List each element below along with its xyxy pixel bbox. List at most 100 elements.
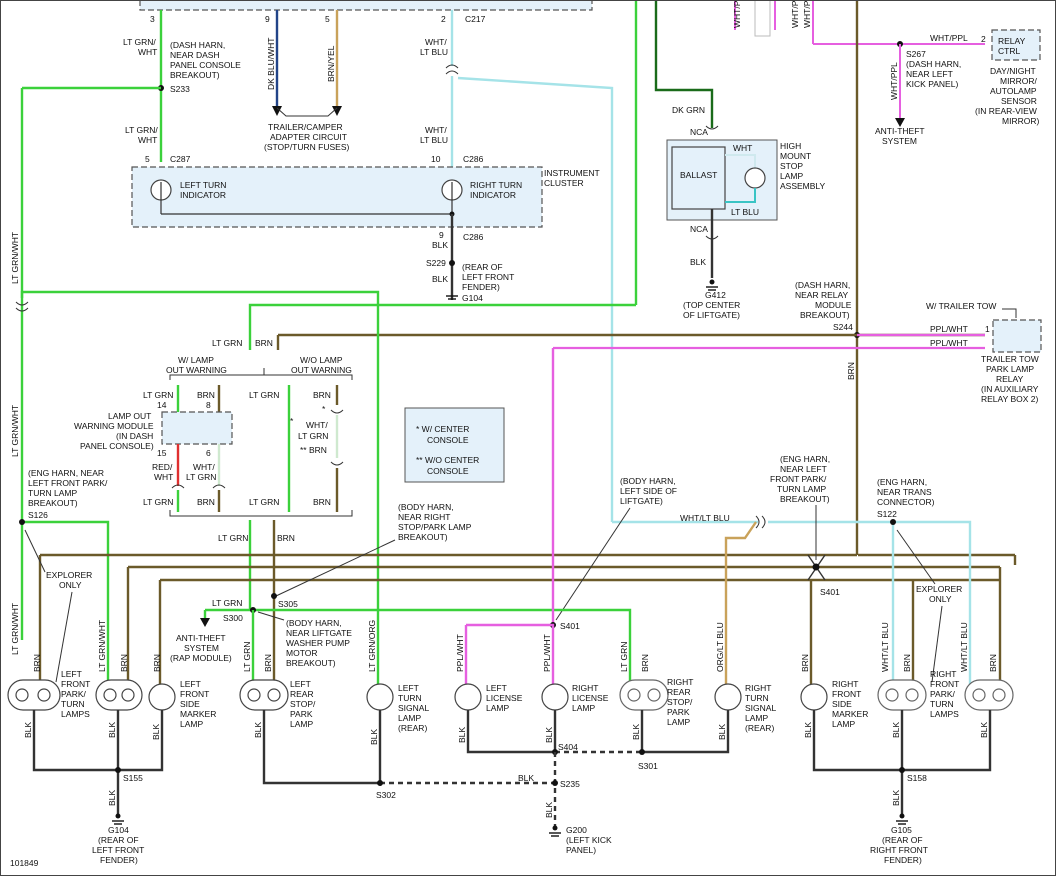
pin-9: 9 bbox=[265, 14, 270, 24]
anti-theft-label: (RAP MODULE) bbox=[170, 653, 232, 663]
location-label: (LEFT KICK bbox=[566, 835, 612, 845]
wire-label: BRN bbox=[263, 654, 273, 672]
explorer-note: EXPLORER bbox=[46, 570, 92, 580]
splice-s305-dot bbox=[271, 593, 277, 599]
bulb-icon bbox=[647, 688, 661, 702]
ltgrn-org-wire bbox=[20, 290, 380, 690]
lamp-name: STOP/ bbox=[290, 699, 316, 709]
wire-label: BRN bbox=[640, 654, 650, 672]
lamp-name: RIGHT bbox=[572, 683, 598, 693]
lamp-name: LAMP bbox=[745, 713, 768, 723]
upper-module-box bbox=[139, 0, 593, 11]
wire-label: LT GRN/ORG bbox=[367, 620, 377, 672]
ground-dot bbox=[115, 813, 121, 819]
module-name: (IN DASH bbox=[116, 431, 153, 441]
connector-break-icon bbox=[330, 461, 344, 466]
lamp-name: PARK/ bbox=[930, 689, 956, 699]
leader-line bbox=[896, 529, 936, 585]
splice-s267: S267 bbox=[906, 49, 926, 59]
dual-bulb-lamp-icon bbox=[877, 679, 927, 711]
splice-s301-dot bbox=[639, 749, 645, 755]
splice-s401b: S401 bbox=[560, 621, 580, 631]
splice-s233: S233 bbox=[170, 84, 190, 94]
location-label: (REAR OF bbox=[98, 835, 139, 845]
location-label: NEAR LEFT bbox=[780, 464, 827, 474]
splice-s235-dot bbox=[552, 780, 558, 786]
splice-s126: S126 bbox=[28, 510, 48, 520]
lamp-wire-labels: LT GRN/WHT BRN LT GRN/WHT BRN BRN LT GRN… bbox=[10, 603, 998, 672]
location-label: WASHER PUMP bbox=[286, 638, 350, 648]
wire-label: LT GRN/ bbox=[125, 125, 158, 135]
wire-label: BLK bbox=[518, 773, 534, 783]
mirror-name: MIRROR) bbox=[1002, 116, 1039, 126]
connector-break-icon bbox=[15, 301, 29, 312]
legend-text: * W/ CENTER bbox=[416, 424, 469, 434]
lamp-name: MARKER bbox=[180, 709, 216, 719]
pin-2: 2 bbox=[441, 14, 446, 24]
arrow-icon bbox=[332, 106, 342, 116]
wire-label: PPL/WHT bbox=[542, 634, 552, 672]
connector-c286: C286 bbox=[463, 232, 484, 242]
location-label: NEAR TRANS bbox=[877, 487, 932, 497]
figure-id: 101849 bbox=[10, 858, 39, 868]
lamp-name: MARKER bbox=[832, 709, 868, 719]
blk-wire bbox=[466, 710, 557, 754]
wire-label: BRN bbox=[119, 654, 129, 672]
wire-label: WHT/ bbox=[193, 462, 215, 472]
module-name: LAMP OUT bbox=[108, 411, 151, 421]
wire-label: LT GRN bbox=[249, 497, 279, 507]
lamp-name: PARK bbox=[290, 709, 313, 719]
option-label: OUT WARNING bbox=[166, 365, 227, 375]
ground-icon bbox=[896, 820, 908, 825]
location-label: NEAR LEFT bbox=[906, 69, 953, 79]
wire-label: LT GRN bbox=[218, 533, 248, 543]
location-label: PANEL CONSOLE bbox=[170, 60, 241, 70]
dual-bulb-lamp-icon bbox=[964, 679, 1014, 711]
splice-s155-dot bbox=[115, 767, 121, 773]
harness-buses: S401 WHT/LT BLU (ENG HARN, NEAR LEFT FRO… bbox=[19, 348, 1017, 690]
location-label: RIGHT FRONT bbox=[870, 845, 928, 855]
right-turn-indicator-label: RIGHT TURN bbox=[470, 180, 522, 190]
wire-label: BLK bbox=[979, 722, 989, 738]
location-label: (BODY HARN, bbox=[398, 502, 454, 512]
location-label: KICK PANEL) bbox=[906, 79, 958, 89]
wire-label: WHT/P bbox=[732, 0, 742, 28]
wire-label: WHT/P bbox=[802, 0, 812, 28]
module-name: PANEL CONSOLE) bbox=[80, 441, 154, 451]
wire-label: BLK bbox=[891, 790, 901, 806]
ltgrn-wht-wire-right-lamp bbox=[22, 520, 110, 690]
legend-text: CONSOLE bbox=[427, 466, 469, 476]
wire-label: LT GRN bbox=[242, 642, 252, 672]
mirror-name: MIRROR/ bbox=[1000, 76, 1037, 86]
location-label: LIFTGATE) bbox=[620, 496, 663, 506]
trailer-label: (STOP/TURN FUSES) bbox=[264, 142, 349, 152]
explorer-note: ONLY bbox=[59, 580, 82, 590]
pin-5: 5 bbox=[145, 154, 150, 164]
wire-label: WHT/PPL bbox=[889, 62, 899, 100]
trailer-tow-note: W/ TRAILER TOW bbox=[926, 301, 996, 311]
ground-dot bbox=[709, 279, 715, 285]
wire-label: BLK bbox=[717, 724, 727, 740]
lamp-name: LAMP bbox=[667, 717, 690, 727]
lamp-name: PARK bbox=[667, 707, 690, 717]
wire-label: PPL/WHT bbox=[930, 324, 968, 334]
trailer-label: ADAPTER CIRCUIT bbox=[270, 132, 347, 142]
leader-line bbox=[275, 539, 396, 597]
leader-line bbox=[257, 611, 285, 621]
wire-label: LT BLU bbox=[420, 47, 448, 57]
wire-label: WHT/ bbox=[306, 420, 328, 430]
pin-10: 10 bbox=[431, 154, 441, 164]
wire-label: BRN bbox=[277, 533, 295, 543]
connector-break-icon bbox=[705, 125, 719, 130]
ground-g412: G412 bbox=[705, 290, 726, 300]
relay-ctrl-label: CTRL bbox=[998, 46, 1020, 56]
lamp-name: LEFT bbox=[398, 683, 419, 693]
location-label: NEAR RIGHT bbox=[398, 512, 450, 522]
splice-s244: S244 bbox=[833, 322, 853, 332]
wire-label: BLK bbox=[23, 722, 33, 738]
lamp-name: LAMP bbox=[180, 719, 203, 729]
ltgrn-bus bbox=[205, 608, 632, 690]
dkgrn-wire bbox=[654, 0, 714, 128]
